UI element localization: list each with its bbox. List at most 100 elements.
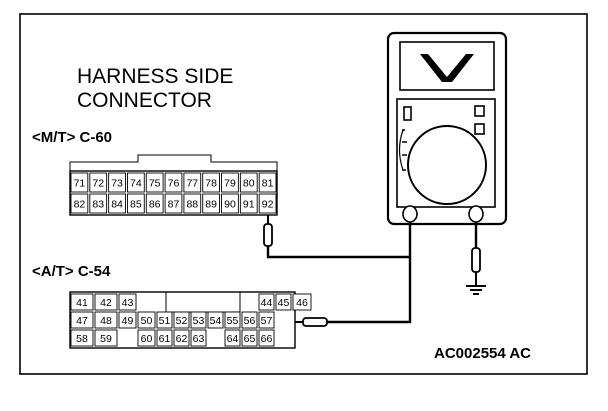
pin-cell <box>145 193 164 214</box>
pin-number: 42 <box>100 297 112 309</box>
pin-number: 63 <box>193 333 205 345</box>
pin-number: 49 <box>122 315 134 327</box>
pin-cell <box>221 193 239 214</box>
pin-number: 64 <box>227 333 239 345</box>
pin-cell <box>70 311 94 329</box>
meter-display <box>399 41 495 91</box>
pin-number: 66 <box>261 333 273 345</box>
pin-cell <box>127 172 145 193</box>
pin-number: 75 <box>149 178 161 190</box>
pin-number: 78 <box>205 178 217 190</box>
pin-cell <box>108 172 126 193</box>
pin-number: 45 <box>278 297 290 309</box>
pin-number: 43 <box>122 297 134 309</box>
pin-cell <box>94 293 118 311</box>
meter-jack-negative <box>468 205 484 223</box>
pin-cell <box>89 172 108 193</box>
meter-jack-positive <box>402 205 418 223</box>
pin-number: 72 <box>92 178 104 190</box>
pin-cell <box>70 329 94 347</box>
pin-number: 41 <box>76 297 88 309</box>
pin-number: 85 <box>130 199 142 211</box>
pin-number: 61 <box>159 333 171 345</box>
pin-cell <box>70 193 89 214</box>
meter-display-text: V <box>0 0 1 1</box>
pin-number: 50 <box>141 315 153 327</box>
pin-cell <box>258 172 277 193</box>
pin-cell <box>202 172 220 193</box>
pin-cell <box>241 329 258 347</box>
pin-number: 62 <box>176 333 188 345</box>
pin-number: 73 <box>111 178 123 190</box>
dial-scale-arc <box>398 129 404 171</box>
pin-number: 46 <box>296 297 308 309</box>
ground-icon <box>466 285 486 295</box>
pin-number: 92 <box>262 199 274 211</box>
probe-mt-icon <box>263 223 273 247</box>
voltage-v-icon <box>420 54 474 82</box>
pin-number: 60 <box>141 333 153 345</box>
pin-number: 54 <box>210 315 222 327</box>
dial-tick-marks <box>402 129 407 171</box>
lead-mt <box>266 246 410 259</box>
pin-cell <box>164 172 183 193</box>
pin-cell <box>94 311 118 329</box>
figure-code: AC002554 AC <box>434 345 531 362</box>
pin-number: 90 <box>224 199 236 211</box>
pin-number: 48 <box>100 315 112 327</box>
pin-cell <box>70 293 94 311</box>
pin-cell <box>94 329 118 347</box>
pin-number: 86 <box>149 199 161 211</box>
test-leads <box>263 215 486 327</box>
pin-number: 88 <box>186 199 198 211</box>
pin-number: 44 <box>261 297 273 309</box>
pin-cell <box>108 193 126 214</box>
heading-line2: CONNECTOR <box>77 89 212 112</box>
pin-cell <box>221 172 239 193</box>
pin-number: 79 <box>224 178 236 190</box>
pin-number: 91 <box>243 199 255 211</box>
pin-cell <box>183 193 202 214</box>
pin-cell <box>224 311 241 329</box>
pin-number: 65 <box>244 333 256 345</box>
rotary-selector-dial <box>407 125 487 205</box>
connector-at-label: <A/T> C-54 <box>32 263 111 280</box>
pin-number: 82 <box>74 199 86 211</box>
pin-cell <box>137 329 156 347</box>
pin-number: 89 <box>205 199 217 211</box>
connector-mt-latch <box>69 154 278 172</box>
pin-cell <box>118 311 137 329</box>
pin-number: 56 <box>244 315 256 327</box>
lead-at <box>327 222 412 324</box>
connector-mt-body <box>69 170 278 216</box>
connector-at-body <box>69 291 296 349</box>
pin-number: 52 <box>176 315 188 327</box>
pin-cell <box>190 311 207 329</box>
pin-number: 59 <box>100 333 112 345</box>
pin-cell <box>70 172 89 193</box>
pin-number: 53 <box>193 315 205 327</box>
pin-number: 83 <box>92 199 104 211</box>
probe-at-icon <box>302 317 328 327</box>
pin-cell <box>241 311 258 329</box>
pin-number: 81 <box>262 178 274 190</box>
pin-cell <box>137 311 156 329</box>
pin-cell <box>173 329 190 347</box>
range-indicator-icon <box>403 106 412 121</box>
pin-cell <box>156 329 173 347</box>
pin-number: 76 <box>168 178 180 190</box>
pin-cell <box>145 172 164 193</box>
pin-cell <box>258 193 277 214</box>
heading-line1: HARNESS SIDE <box>77 65 233 88</box>
pin-cell <box>258 311 275 329</box>
pin-number: 58 <box>76 333 88 345</box>
pin-number: 77 <box>186 178 198 190</box>
pin-number: 57 <box>261 315 273 327</box>
pin-cell <box>173 311 190 329</box>
pin-cell <box>239 193 258 214</box>
